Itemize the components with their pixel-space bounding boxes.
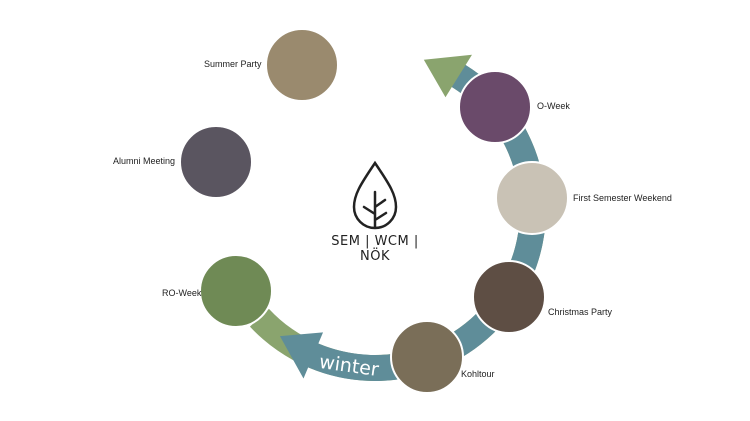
- event-photo-alumni-meeting: [179, 125, 253, 199]
- event-label-ro-week: RO-Week: [162, 288, 202, 298]
- event-photo-first-semester-weekend: [495, 161, 569, 235]
- event-photo-o-week: [458, 70, 532, 144]
- logo-icon: [352, 160, 398, 230]
- logo-text: SEM | WCM | NÖK: [331, 234, 419, 264]
- event-label-first-semester-weekend: First Semester Weekend: [573, 193, 672, 203]
- event-photo-christmas-party: [472, 260, 546, 334]
- event-label-alumni-meeting: Alumni Meeting: [113, 156, 176, 166]
- event-photo-kohltour: [390, 320, 464, 394]
- event-label-o-week: O-Week: [537, 101, 570, 111]
- event-photo-summer-party: [265, 28, 339, 102]
- summer-label: summer: [338, 40, 418, 67]
- summer-arrow: [249, 54, 546, 382]
- event-label-kohltour: Kohltour: [461, 369, 495, 379]
- event-photo-ro-week: [199, 254, 273, 328]
- event-label-summer-party: Summer Party: [204, 59, 262, 69]
- winter-arrow: [279, 64, 546, 381]
- event-label-christmas-party: Christmas Party: [548, 307, 613, 317]
